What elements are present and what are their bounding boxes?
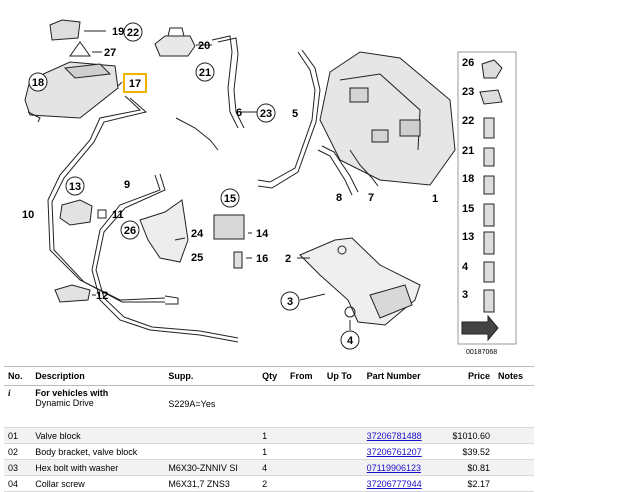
part-14-mount (213, 214, 245, 240)
part-2-bracket (299, 237, 421, 326)
side-callout-13[interactable]: 13 (462, 231, 474, 243)
callout-9[interactable]: 9 (124, 179, 130, 191)
col-part-number: Part Number (362, 366, 439, 386)
table-row: 03 Hex bolt with washer M6X30-ZNNIV SI 4… (4, 459, 534, 476)
callout-22[interactable]: 22 (127, 27, 139, 39)
parts-diagram: 22 19 27 18 17 20 21 6 23 5 1 8 7 9 13 1… (22, 19, 517, 356)
part-1-valve-block (319, 51, 456, 186)
col-from: From (286, 366, 323, 386)
table-row: 02 Body bracket, valve block 1 372067612… (4, 443, 534, 460)
col-upto: Up To (322, 366, 363, 386)
callout-16[interactable]: 16 (256, 253, 268, 265)
info-supp: S229A=Yes (164, 385, 259, 428)
side-callout-3[interactable]: 3 (462, 289, 468, 301)
callout-15[interactable]: 15 (224, 193, 236, 205)
callout-20[interactable]: 20 (198, 40, 210, 52)
col-notes: Notes (494, 366, 534, 386)
callout-26[interactable]: 26 (124, 225, 136, 237)
col-description: Description (31, 366, 165, 386)
part-number-link[interactable]: 37206761207 (366, 446, 422, 457)
col-no: No. (4, 366, 32, 386)
diagram-id: 00187068 (466, 349, 497, 356)
col-qty: Qty (258, 366, 287, 386)
part-number-link[interactable]: 37206781488 (366, 430, 422, 441)
side-callout-4[interactable]: 4 (462, 261, 469, 273)
callout-18[interactable]: 18 (32, 77, 44, 89)
callout-24[interactable]: 24 (191, 228, 204, 240)
col-price: Price (438, 366, 494, 386)
callout-4[interactable]: 4 (347, 335, 354, 347)
side-callout-21[interactable]: 21 (462, 145, 474, 157)
side-callout-26[interactable]: 26 (462, 57, 474, 69)
table-row: 04 Collar screw M6X31,7 ZNS3 2 372067779… (4, 475, 534, 492)
callout-23[interactable]: 23 (260, 108, 272, 120)
callout-6[interactable]: 6 (236, 107, 242, 119)
callout-5[interactable]: 5 (292, 108, 298, 120)
info-icon: i (4, 385, 32, 428)
callout-21[interactable]: 21 (199, 67, 211, 79)
part-number-link[interactable]: 37206777944 (366, 478, 422, 489)
callout-3[interactable]: 3 (287, 296, 293, 308)
callout-25[interactable]: 25 (191, 252, 203, 264)
callout-27[interactable]: 27 (104, 47, 116, 59)
table-row: 01 Valve block 1 37206781488 $1010.60 (4, 427, 534, 444)
part-27-shape (69, 41, 91, 57)
callout-8[interactable]: 8 (336, 192, 342, 204)
callout-17[interactable]: 17 (129, 78, 141, 90)
callout-1[interactable]: 1 (432, 193, 438, 205)
side-callout-22[interactable]: 22 (462, 115, 474, 127)
callout-12[interactable]: 12 (96, 290, 108, 302)
side-callout-23[interactable]: 23 (462, 86, 474, 98)
callout-19[interactable]: 19 (112, 26, 124, 38)
part-number-link[interactable]: 07119906123 (366, 462, 422, 473)
callout-14[interactable]: 14 (256, 228, 269, 240)
table-header-row: No. Description Supp. Qty From Up To Par… (4, 366, 534, 386)
callout-10[interactable]: 10 (22, 209, 34, 221)
callout-7[interactable]: 7 (368, 192, 374, 204)
callout-13[interactable]: 13 (69, 181, 81, 193)
part-19-shape (49, 19, 81, 41)
side-callout-18[interactable]: 18 (462, 173, 474, 185)
callout-11[interactable]: 11 (112, 209, 124, 221)
side-callout-15[interactable]: 15 (462, 203, 474, 215)
col-supp: Supp. (164, 366, 259, 386)
callout-2[interactable]: 2 (285, 253, 291, 265)
callout-17-highlight (123, 73, 147, 93)
parts-table: No. Description Supp. Qty From Up To Par… (4, 366, 534, 492)
